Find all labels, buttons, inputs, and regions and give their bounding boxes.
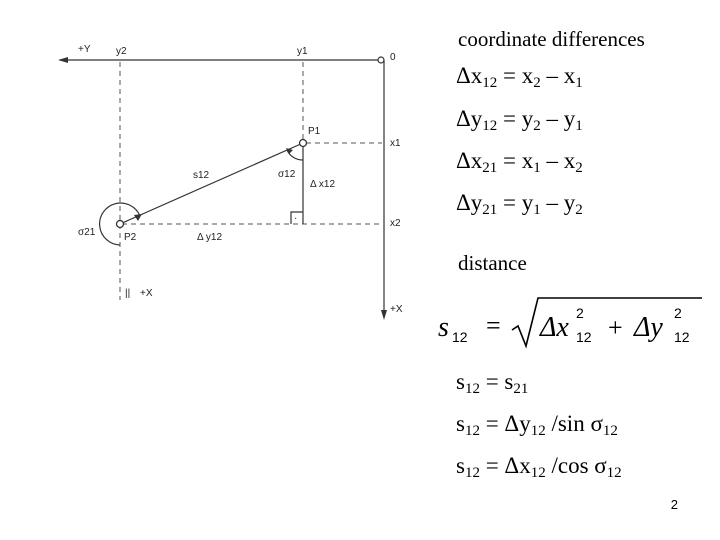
eq-lhs: Δx — [456, 63, 483, 88]
s12-label: s12 — [193, 170, 210, 181]
delta-y12-label: Δ y12 — [197, 232, 222, 243]
eq-b-sub: 2 — [575, 160, 583, 176]
sigma12-arrow — [286, 148, 293, 154]
formula-dx-sup: 2 — [576, 305, 584, 321]
relation-s12-sin: s12 = Δy12 /sin σ12 — [456, 411, 618, 440]
rel-a: s — [456, 369, 465, 394]
x2-label: x2 — [390, 218, 401, 229]
distance-formula: s 12 = Δx 2 12 + Δy 2 12 — [438, 297, 702, 349]
rel-a-sub: 12 — [464, 465, 480, 481]
formula-plus: + — [608, 313, 623, 342]
rel-mid: = Δx — [479, 453, 531, 478]
relation-s12-equals-s21: s12 = s21 — [456, 369, 528, 398]
eq-a-sub: 1 — [533, 160, 541, 176]
relation-s12-cos: s12 = Δx12 /cos σ12 — [456, 453, 622, 482]
y-axis-arrow — [58, 57, 68, 63]
equation-dx12: Δx12 = x2 – x1 — [456, 63, 583, 92]
formula-dx: Δx — [539, 312, 569, 343]
eq-lhs-sub: 21 — [482, 160, 498, 176]
eq-b-sub: 1 — [575, 75, 583, 91]
s12-line — [119, 142, 304, 225]
delta-x12-label: Δ x12 — [310, 179, 335, 190]
plus-x-right-label: +X — [390, 304, 403, 315]
rel-tail: /sin σ — [545, 411, 603, 436]
sigma21-label: σ21 — [78, 227, 96, 238]
origin-label: 0 — [390, 52, 396, 63]
rel-mid: = Δy — [479, 411, 531, 436]
rel-a-sub: 12 — [464, 423, 480, 439]
eq-lhs-sub: 21 — [482, 202, 498, 218]
rel-b-sub: 12 — [530, 465, 546, 481]
formula-equals: = — [486, 311, 501, 340]
eq-mid: = x — [497, 63, 534, 88]
eq-b-sub: 2 — [575, 202, 583, 218]
eq-lhs: Δy — [456, 190, 483, 215]
sigma21-arrow — [134, 214, 142, 221]
eq-mid: = y — [497, 190, 534, 215]
formula-dy-sup: 2 — [674, 305, 682, 321]
eq-mid: = y — [497, 106, 534, 131]
rel-mid: = s — [479, 369, 514, 394]
eq-a-sub: 1 — [533, 202, 541, 218]
equation-dy12: Δy12 = y2 – y1 — [456, 106, 583, 135]
eq-a-sub: 2 — [533, 118, 541, 134]
y2-label: y2 — [116, 46, 127, 57]
eq-lhs-sub: 12 — [482, 118, 498, 134]
eq-minus: – x — [540, 63, 576, 88]
x1-label: x1 — [390, 138, 401, 149]
plus-y-label: +Y — [78, 44, 91, 55]
eq-lhs-sub: 12 — [482, 75, 498, 91]
eq-mid: = x — [497, 148, 534, 173]
rel-a: s — [456, 453, 465, 478]
p2-marker — [115, 219, 125, 229]
formula-s: s — [438, 312, 449, 343]
eq-b-sub: 1 — [575, 118, 583, 134]
equation-dy21: Δy21 = y1 – y2 — [456, 190, 583, 219]
right-angle-dot: · — [294, 213, 297, 224]
eq-minus: – x — [540, 148, 576, 173]
eq-lhs: Δy — [456, 106, 483, 131]
origin-marker — [377, 56, 385, 64]
y1-label: y1 — [297, 46, 308, 57]
coordinate-diagram: +Y y2 y1 0 +X x1 x2 · P1 P2 s12 σ12 Δ x1… — [58, 44, 403, 320]
x-axis-arrow — [381, 310, 387, 320]
equation-dx21: Δx21 = x1 – x2 — [456, 148, 583, 177]
rel-b-sub: 21 — [513, 381, 529, 397]
distance-heading: distance — [458, 251, 527, 275]
eq-lhs: Δx — [456, 148, 483, 173]
right-angle-marker — [290, 211, 303, 224]
eq-minus: – y — [540, 106, 576, 131]
formula-dy: Δy — [633, 312, 663, 343]
sigma12-label: σ12 — [278, 169, 296, 180]
rel-tail: /cos σ — [545, 453, 607, 478]
rel-a-sub: 12 — [464, 381, 480, 397]
parallel-mark: || — [125, 288, 130, 299]
sigma21-arc — [99, 202, 141, 246]
p1-marker — [298, 138, 308, 148]
formula-s-sub: 12 — [452, 329, 468, 345]
formula-dx-sub: 12 — [576, 329, 592, 345]
rel-b-sub: 12 — [530, 423, 546, 439]
sqrt-sign — [511, 297, 702, 349]
rel-a: s — [456, 411, 465, 436]
eq-a-sub: 2 — [533, 75, 541, 91]
rel-c-sub: 12 — [602, 423, 618, 439]
formula-dy-sub: 12 — [674, 329, 690, 345]
page-number: 2 — [670, 497, 678, 512]
rel-c-sub: 12 — [606, 465, 622, 481]
eq-minus: – y — [540, 190, 576, 215]
coordinate-differences-heading: coordinate differences — [458, 27, 645, 51]
p2-label: P2 — [124, 232, 137, 243]
p1-label: P1 — [308, 126, 321, 137]
plus-x-bottom-label: +X — [140, 288, 153, 299]
